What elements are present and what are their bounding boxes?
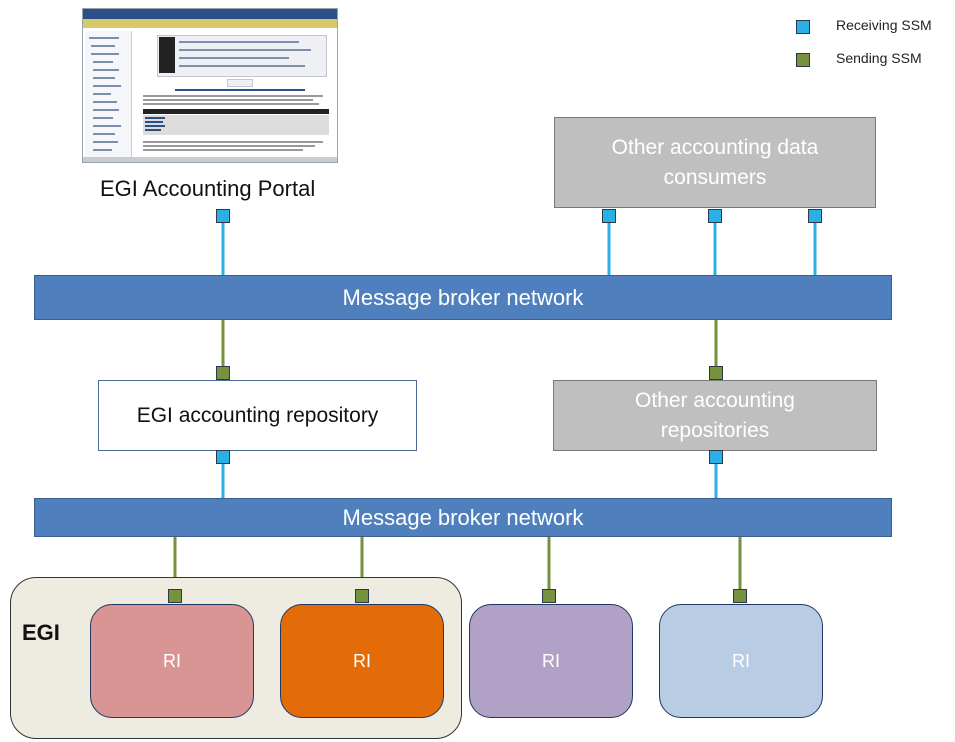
receiving-ssm-egi-repo-icon (216, 450, 230, 464)
ri-box-4-label: RI (732, 650, 750, 671)
other-consumers-box: Other accounting data consumers (554, 117, 876, 208)
portal-label: EGI Accounting Portal (100, 176, 316, 201)
sending-ssm-other-repo-icon (709, 366, 723, 380)
ri-box-3-label: RI (542, 650, 560, 671)
ri-box-1-label: RI (163, 650, 181, 671)
sending-ssm-legend-label: Sending SSM (836, 50, 922, 66)
ri-box-4: RI (659, 604, 823, 718)
portal-tree (85, 31, 132, 159)
sending-ssm-ri-2-icon (355, 589, 369, 603)
sending-ssm-egi-repo-icon (216, 366, 230, 380)
ri-box-2-label: RI (353, 650, 371, 671)
receiving-ssm-legend-icon (796, 20, 810, 34)
portal-title-bar (83, 9, 337, 19)
ri-box-1: RI (90, 604, 254, 718)
receiving-ssm-consumer-1-icon (602, 209, 616, 223)
portal-status-bar (83, 157, 337, 162)
egi-repository-label: EGI accounting repository (136, 403, 379, 427)
sending-ssm-ri-3-icon (542, 589, 556, 603)
egi-group-label: EGI (22, 620, 60, 645)
other-repositories-box: Other accounting repositories (553, 380, 877, 451)
portal-menu-bar (83, 19, 337, 28)
sending-ssm-ri-4-icon (733, 589, 747, 603)
receiving-ssm-other-repo-icon (709, 450, 723, 464)
other-repositories-label: Other accounting repositories (635, 389, 795, 442)
message-broker-top: Message broker network (34, 275, 892, 320)
receiving-ssm-consumer-2-icon (708, 209, 722, 223)
sending-ssm-ri-1-icon (168, 589, 182, 603)
ri-box-2: RI (280, 604, 444, 718)
ri-box-3: RI (469, 604, 633, 718)
receiving-ssm-portal-icon (216, 209, 230, 223)
message-broker-bottom: Message broker network (34, 498, 892, 537)
receiving-ssm-legend-label: Receiving SSM (836, 17, 932, 33)
receiving-ssm-consumer-3-icon (808, 209, 822, 223)
sending-ssm-legend-icon (796, 53, 810, 67)
portal-screenshot (82, 8, 338, 163)
egi-repository-box: EGI accounting repository (98, 380, 417, 451)
message-broker-top-label: Message broker network (342, 284, 584, 310)
other-consumers-label: Other accounting data consumers (611, 136, 819, 189)
portal-content (135, 31, 335, 159)
message-broker-bottom-label: Message broker network (342, 504, 584, 530)
